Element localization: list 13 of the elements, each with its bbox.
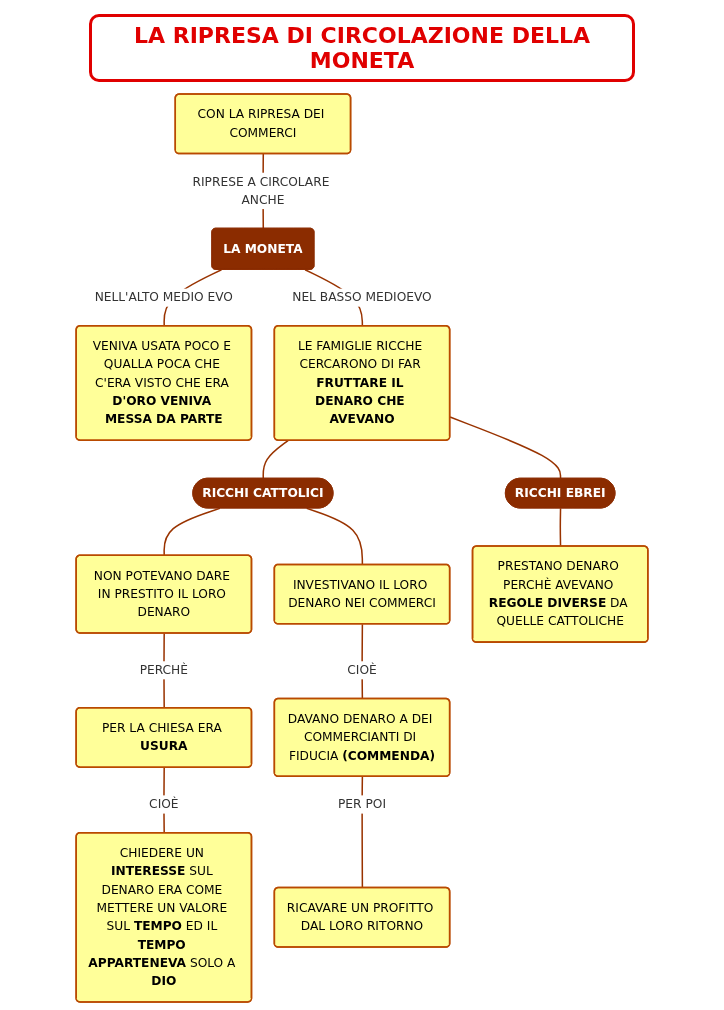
connector [163, 507, 221, 557]
edge-label: RIPRESE A CIRCOLARE ANCHE [192, 174, 330, 207]
edge-label: CIOÈ [149, 796, 179, 812]
edge-label: PERCHÈ [139, 662, 188, 678]
connector [262, 439, 289, 480]
edge-label: CIOÈ [347, 662, 377, 678]
connector [449, 416, 562, 480]
edge-label: NEL BASSO MEDIOEVO [292, 289, 432, 305]
edge-label: NELL'ALTO MEDIO EVO [94, 289, 233, 305]
connector [559, 507, 562, 548]
edge-label: PER POI [338, 796, 386, 812]
title: LA RIPRESA DI CIRCOLAZIONE DELLA MONETA [89, 14, 635, 82]
connector [305, 507, 364, 566]
